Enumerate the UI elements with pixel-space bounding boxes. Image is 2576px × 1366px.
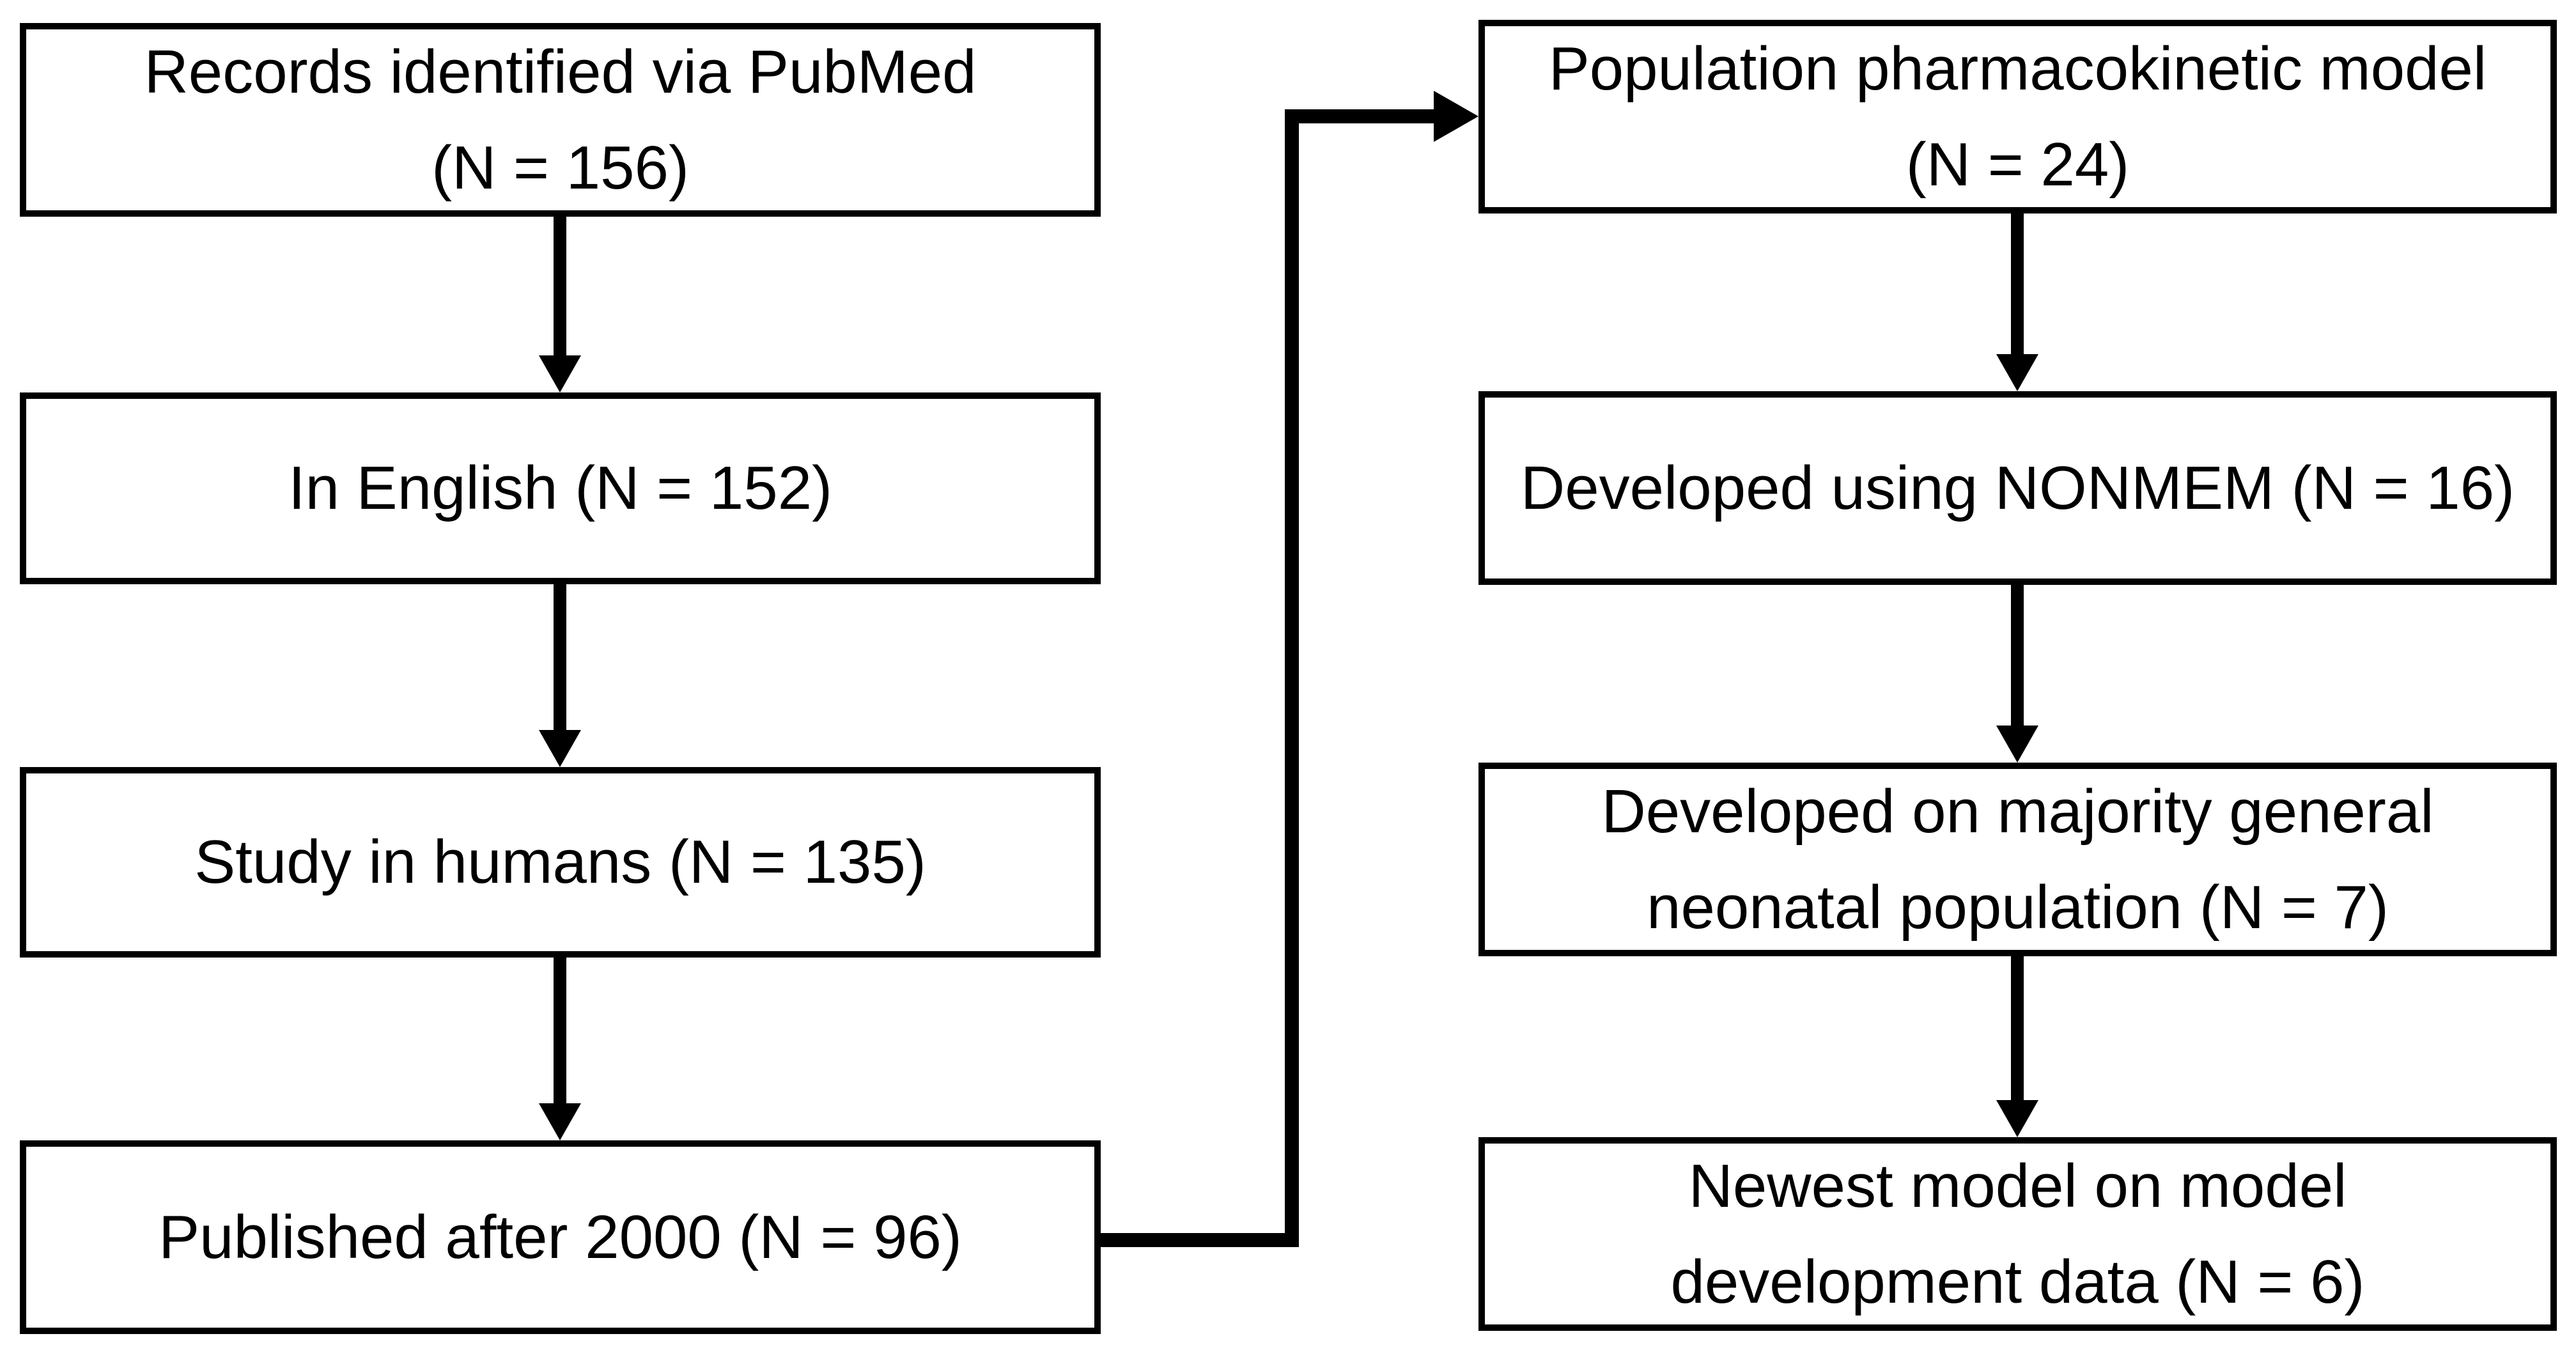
arrow-down-icon [1996, 726, 2038, 763]
box-text-line: development data (N = 6) [1670, 1247, 2365, 1316]
box-text-line: Developed using NONMEM (N = 16) [1520, 453, 2515, 522]
arrow-down-icon [1996, 354, 2038, 391]
box-text-line: Study in humans (N = 135) [194, 828, 926, 896]
box-text-line: Records identified via PubMed [144, 37, 977, 106]
flowchart-box-in-english: In English (N = 152) [20, 392, 1101, 584]
box-text-line: Developed on majority general [1601, 777, 2434, 846]
connector-vertical-segment [1285, 109, 1299, 1247]
arrow-down-icon [1996, 1100, 2038, 1137]
arrow-shaft [2011, 956, 2024, 1100]
arrow-shaft [554, 217, 566, 355]
flowchart-box-published-after-2000: Published after 2000 (N = 96) [20, 1140, 1101, 1334]
flowchart-box-study-in-humans: Study in humans (N = 135) [20, 767, 1101, 958]
flowchart-box-neonatal-population: Developed on majority general neonatal p… [1478, 763, 2557, 956]
box-text-line: In English (N = 152) [288, 454, 833, 522]
arrow-shaft [2011, 585, 2024, 726]
box-text-line: Newest model on model [1688, 1151, 2347, 1220]
box-text-line: (N = 156) [431, 133, 689, 202]
box-text-line: neonatal population (N = 7) [1647, 873, 2389, 942]
arrow-shaft [554, 584, 566, 730]
arrow-down-icon [539, 355, 581, 392]
box-text-line: Population pharmacokinetic model [1548, 34, 2487, 103]
connector-bottom-horizontal-segment [1094, 1233, 1299, 1247]
flowchart-box-newest-model: Newest model on model development data (… [1478, 1137, 2557, 1331]
connector-top-horizontal-segment [1285, 109, 1434, 123]
flowchart-box-records-identified: Records identified via PubMed (N = 156) [20, 23, 1101, 217]
box-text-line: (N = 24) [1905, 130, 2130, 199]
arrow-right-icon [1434, 91, 1478, 142]
arrow-shaft [2011, 213, 2024, 354]
flowchart-box-developed-nonmem: Developed using NONMEM (N = 16) [1478, 391, 2557, 585]
arrow-down-icon [539, 730, 581, 767]
arrow-down-icon [539, 1103, 581, 1140]
box-text-line: Published after 2000 (N = 96) [159, 1202, 962, 1271]
flowchart-box-poppk-model: Population pharmacokinetic model (N = 24… [1478, 20, 2557, 213]
arrow-shaft [554, 958, 566, 1103]
